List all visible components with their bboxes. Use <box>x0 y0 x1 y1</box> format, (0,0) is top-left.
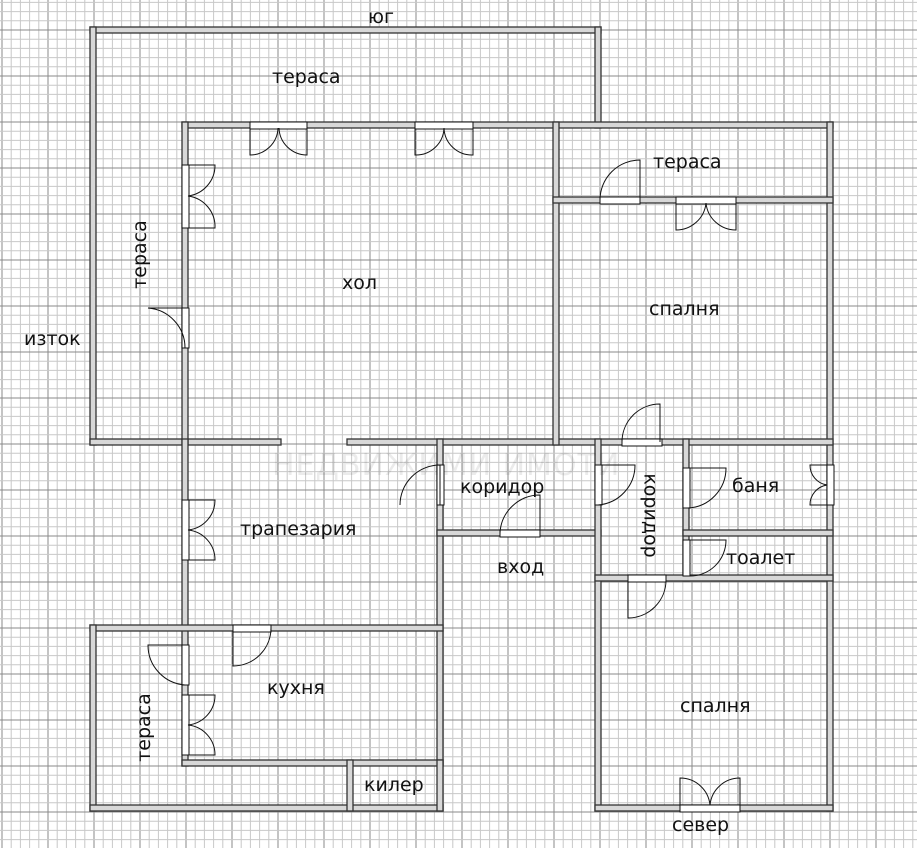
wall <box>181 759 444 767</box>
door-opening <box>181 644 190 686</box>
door-swing-icon <box>809 464 828 506</box>
compass-east: изток <box>24 328 81 350</box>
room-corridor-2: коридор <box>639 473 662 558</box>
room-terrace-bottom-left: тераса <box>132 693 155 762</box>
door-swing-icon <box>278 127 308 156</box>
room-terrace-top: тераса <box>272 66 341 88</box>
door-swing-icon <box>621 403 661 443</box>
compass-north: север <box>672 814 730 836</box>
room-corridor-1: коридор <box>460 476 545 498</box>
wall <box>89 804 444 812</box>
door-swing-icon <box>679 777 711 806</box>
room-toilet: тоалет <box>726 547 796 569</box>
door-swing-icon <box>187 529 216 561</box>
door-opening <box>249 121 308 130</box>
room-hall: хол <box>342 272 378 294</box>
door-opening <box>679 804 741 813</box>
door-opening <box>232 624 272 633</box>
wall <box>594 574 834 582</box>
door-swing-icon <box>187 724 216 756</box>
room-entrance: вход <box>497 556 545 578</box>
door-swing-icon <box>187 499 216 531</box>
door-opening <box>599 196 641 205</box>
door-swing-icon <box>709 777 741 806</box>
wall <box>682 529 834 537</box>
door-opening <box>181 499 190 561</box>
room-bathroom: баня <box>732 475 780 497</box>
room-dining: трапезария <box>240 518 357 540</box>
door-opening <box>181 307 190 349</box>
door-opening <box>499 529 541 538</box>
doors <box>147 127 828 806</box>
door-opening <box>181 694 190 756</box>
wall <box>89 26 97 446</box>
room-bedroom-1: спалня <box>649 298 720 320</box>
door-swing-icon <box>705 202 737 231</box>
door-opening <box>675 196 737 205</box>
door-swing-icon <box>443 127 474 156</box>
door-swing-icon <box>599 159 641 201</box>
wall <box>594 26 602 129</box>
door-swing-icon <box>597 464 636 506</box>
door-swing-icon <box>232 627 272 667</box>
door-swing-icon <box>399 464 441 506</box>
room-bedroom-2: спалня <box>680 695 751 717</box>
wall <box>346 759 354 812</box>
door-swing-icon <box>499 494 541 534</box>
door-opening <box>181 164 190 229</box>
wall <box>436 759 444 812</box>
door-swing-icon <box>147 307 186 349</box>
door-swing-icon <box>187 195 216 229</box>
wall <box>89 26 602 34</box>
room-terrace-left: тераса <box>128 220 151 289</box>
door-swing-icon <box>249 127 279 156</box>
door-swing-icon <box>187 164 216 197</box>
door-swing-icon <box>627 579 667 619</box>
wall <box>89 624 97 812</box>
room-kitchen: кухня <box>267 677 325 699</box>
room-terrace-right: тераса <box>653 151 722 173</box>
door-swing-icon <box>675 202 707 231</box>
door-swing-icon <box>414 127 445 156</box>
door-opening <box>414 121 474 130</box>
watermark: НЕДВИЖИМИ ИМОТИ <box>272 448 621 483</box>
door-opening <box>627 574 667 583</box>
wall <box>552 121 560 446</box>
wall <box>346 438 834 446</box>
walls <box>89 26 835 813</box>
door-opening <box>682 467 691 509</box>
door-swing-icon <box>687 539 727 577</box>
door-opening <box>826 464 835 506</box>
door-opening <box>682 539 691 577</box>
door-opening <box>621 438 663 447</box>
compass-south: юг <box>368 6 394 28</box>
door-swing-icon <box>147 644 186 686</box>
door-swing-icon <box>687 467 727 509</box>
door-swing-icon <box>187 694 216 726</box>
room-pantry: килер <box>364 774 424 796</box>
